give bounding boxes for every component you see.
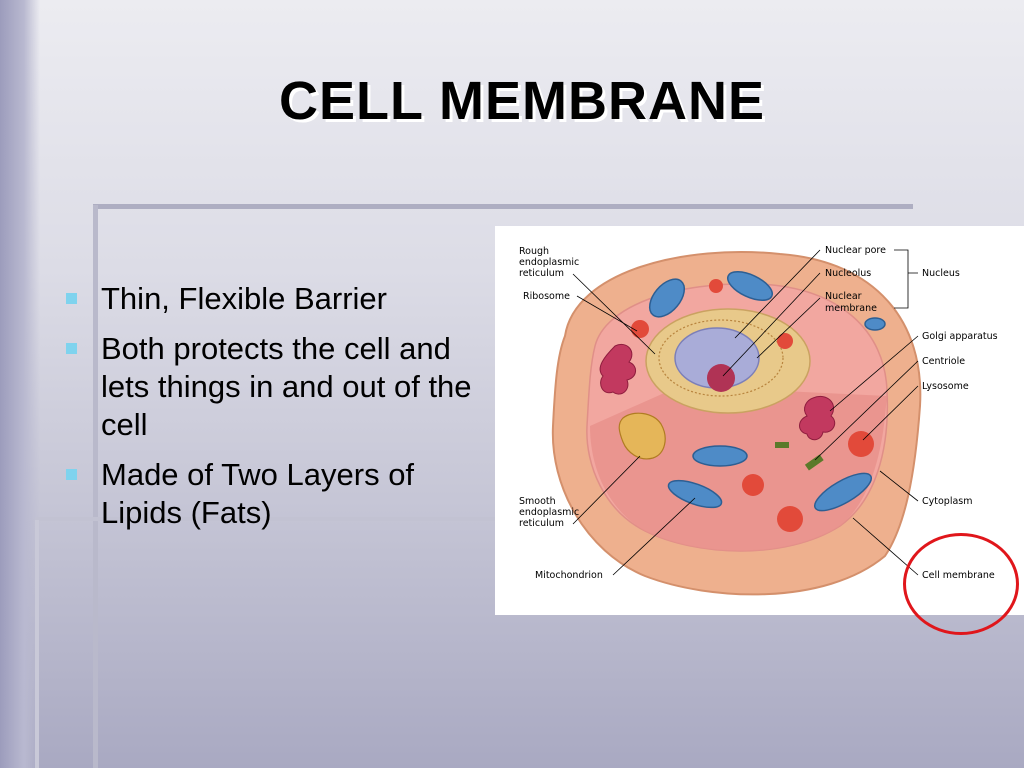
square-bullet-icon bbox=[66, 293, 77, 304]
bullet-text: Both protects the cell and lets things i… bbox=[101, 331, 472, 442]
label-rough-er-line3: reticulum bbox=[519, 268, 564, 279]
golgi-shape bbox=[599, 344, 636, 395]
mitochondrion-shape bbox=[692, 445, 748, 467]
label-lysosome: Lysosome bbox=[922, 381, 969, 392]
left-decor-bar bbox=[0, 0, 40, 768]
label-rough-er-line2: endoplasmic bbox=[519, 257, 579, 268]
right-labels: Nuclear pore Nucleolus Nuclear membrane … bbox=[722, 245, 998, 581]
centriole-shape bbox=[804, 454, 824, 471]
label-smooth-er-line2: endoplasmic bbox=[519, 507, 579, 518]
decor-vertical-line bbox=[93, 205, 98, 768]
smooth-er-shape bbox=[618, 412, 666, 460]
nucleus-bracket bbox=[894, 249, 918, 309]
animal-cell-diagram: Rough endoplasmic reticulum Ribosome Smo… bbox=[495, 226, 1024, 615]
bullet-text: Made of Two Layers of Lipids (Fats) bbox=[101, 457, 415, 530]
bullet-item: Both protects the cell and lets things i… bbox=[64, 330, 484, 444]
decor-vertical-line-lower bbox=[35, 520, 39, 768]
square-bullet-icon bbox=[66, 343, 77, 354]
label-ribosome: Ribosome bbox=[523, 291, 570, 302]
label-cytoplasm: Cytoplasm bbox=[922, 496, 973, 507]
mitochondrion-shape bbox=[813, 472, 873, 512]
label-nuclear-membrane-line1: Nuclear bbox=[825, 291, 862, 302]
label-mitochondrion: Mitochondrion bbox=[535, 570, 603, 581]
label-golgi-apparatus: Golgi apparatus bbox=[922, 331, 998, 342]
bullet-item: Made of Two Layers of Lipids (Fats) bbox=[64, 456, 484, 532]
label-rough-er-line1: Rough bbox=[519, 246, 549, 257]
square-bullet-icon bbox=[66, 469, 77, 480]
left-labels: Rough endoplasmic reticulum Ribosome Smo… bbox=[519, 246, 696, 581]
label-nuclear-membrane-line2: membrane bbox=[825, 303, 877, 314]
bullet-item: Thin, Flexible Barrier bbox=[64, 280, 484, 318]
mitochondrion-shape bbox=[864, 317, 886, 331]
label-nucleolus: Nucleolus bbox=[825, 268, 871, 279]
mitochondrion-shape bbox=[727, 271, 773, 301]
bullet-text: Thin, Flexible Barrier bbox=[101, 281, 387, 316]
cell-membrane-highlight-circle bbox=[903, 533, 1019, 635]
label-smooth-er-line3: reticulum bbox=[519, 518, 564, 529]
label-nuclear-pore: Nuclear pore bbox=[825, 245, 886, 256]
decor-horizontal-line-lower bbox=[35, 517, 505, 521]
slide-title: CELL MEMBRANE bbox=[278, 71, 765, 131]
label-centriole: Centriole bbox=[922, 356, 965, 367]
label-nucleus: Nucleus bbox=[922, 268, 960, 279]
mitochondrion-shape bbox=[667, 479, 723, 509]
lysosome-shape bbox=[631, 320, 649, 338]
decor-horizontal-line bbox=[93, 204, 913, 209]
label-smooth-er-line1: Smooth bbox=[519, 496, 556, 507]
cell-illustration bbox=[551, 251, 922, 596]
bullet-list: Thin, Flexible Barrier Both protects the… bbox=[64, 280, 484, 544]
mitochondrion-shape bbox=[648, 278, 686, 318]
